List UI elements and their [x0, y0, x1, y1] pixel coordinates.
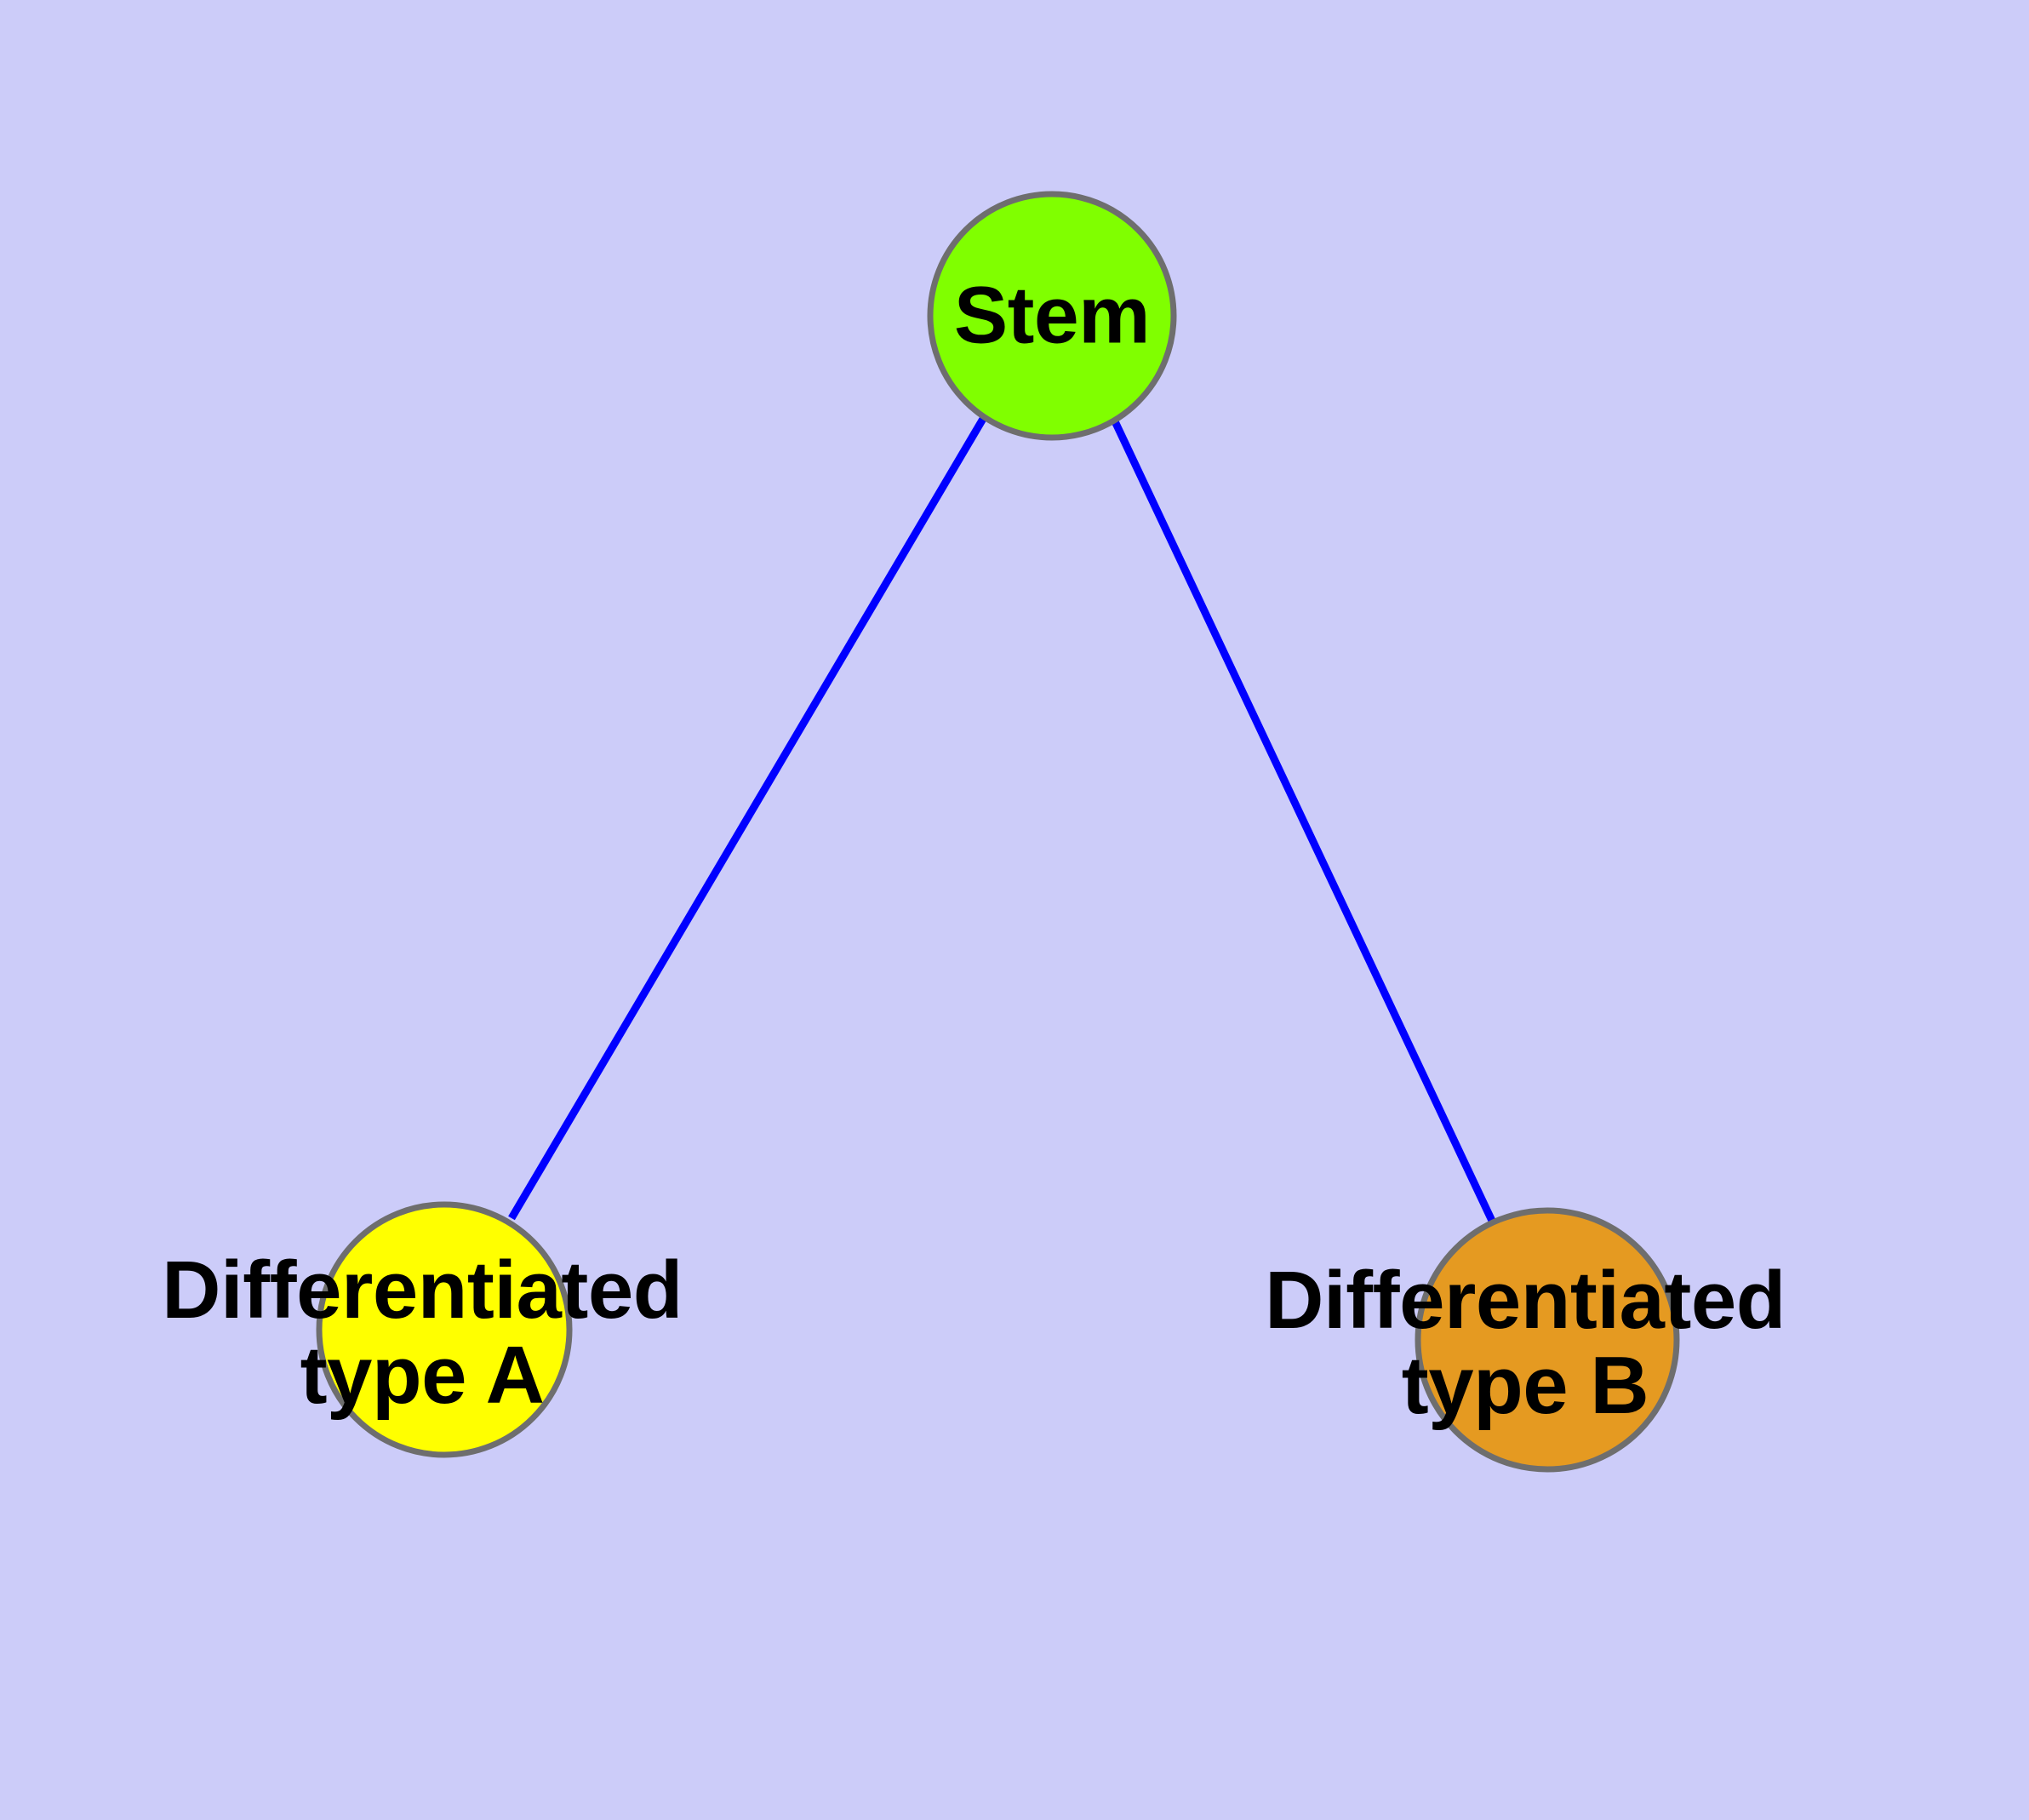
edge-stem-to-type-b[interactable]: [1111, 420, 1496, 1222]
node-stem[interactable]: [927, 191, 1177, 441]
edge-stem-to-type-a[interactable]: [508, 416, 986, 1221]
node-differentiated-type-b[interactable]: [1415, 1207, 1680, 1473]
node-differentiated-type-a[interactable]: [316, 1201, 573, 1458]
node-layer: [316, 191, 1680, 1473]
edge-layer: [508, 416, 1496, 1222]
